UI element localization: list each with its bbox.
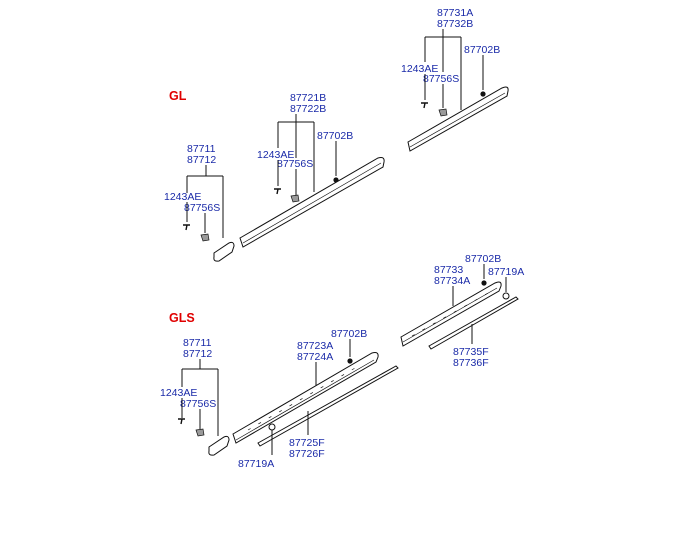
part-label: 87719A	[488, 266, 524, 278]
clip-icon	[268, 423, 276, 431]
part-label: 1243AE	[257, 149, 294, 161]
leader-line	[424, 29, 462, 110]
section-label-gls: GLS	[169, 311, 195, 325]
gl-front-group: 87711 87712 1243AE 87756S	[164, 143, 235, 262]
part-label: 87736F	[453, 357, 489, 369]
part-label: 87726F	[289, 448, 325, 460]
leader-line	[181, 359, 219, 436]
part-label: 87756S	[277, 158, 313, 170]
part-label: 87756S	[180, 398, 216, 410]
gls-middle-group: 87702B 87723A 87724A 87719A 87725F 87726…	[232, 328, 399, 470]
moulding-end-cap	[208, 435, 230, 456]
part-label: 1243AE	[164, 191, 201, 203]
part-label: 87756S	[423, 73, 459, 85]
part-label: 87702B	[464, 44, 500, 56]
part-label: 87724A	[297, 351, 333, 363]
door-moulding-strip	[239, 157, 385, 248]
section-label-gl: GL	[169, 89, 187, 103]
part-label: 87702B	[317, 130, 353, 142]
part-label: 87712	[187, 154, 216, 166]
moulding-end-cap	[213, 241, 235, 262]
grommet-icon	[480, 91, 486, 97]
leader-line	[181, 398, 201, 429]
part-label: 87702B	[465, 253, 501, 265]
part-label: 1243AE	[401, 63, 438, 75]
clip-icon	[195, 428, 205, 437]
gls-rear-group: 87702B 87733 87734A 87719A 87735F 87736F	[400, 253, 524, 369]
lower-trim-strip	[428, 296, 519, 350]
part-label: 1243AE	[160, 387, 197, 399]
gl-rear-group: 87731A 87732B 87702B 1243AE 87756S	[401, 7, 509, 152]
part-label: 87702B	[331, 328, 367, 340]
leader-line	[186, 202, 206, 233]
screw-icon	[183, 224, 190, 231]
clip-icon	[290, 194, 300, 203]
leader-line	[277, 114, 315, 192]
grommet-icon	[481, 280, 487, 286]
part-label: 87735F	[453, 346, 489, 358]
part-label: 87722B	[290, 103, 326, 115]
gl-middle-group: 87721B 87722B 87702B 1243AE 87756S	[239, 92, 385, 248]
lower-trim-strip	[257, 365, 399, 447]
screw-icon	[274, 188, 281, 195]
part-label: 87734A	[434, 275, 470, 287]
grommet-icon	[347, 358, 353, 364]
part-label: 87756S	[184, 202, 220, 214]
part-label: 87719A	[238, 458, 274, 470]
door-moulding-strip	[232, 352, 379, 444]
gls-front-group: 87711 87712 1243AE 87756S	[160, 337, 230, 456]
clip-icon	[438, 108, 448, 117]
part-label: 87732B	[437, 18, 473, 30]
screw-icon	[421, 102, 428, 109]
door-moulding-strip	[400, 281, 502, 347]
part-label: 87711	[187, 143, 216, 155]
part-label: 87723A	[297, 340, 333, 352]
leader-line	[424, 74, 444, 108]
screw-icon	[178, 418, 185, 425]
clip-icon	[200, 233, 210, 242]
part-label: 87721B	[290, 92, 326, 104]
part-label: 87725F	[289, 437, 325, 449]
clip-icon	[502, 292, 510, 300]
leader-line	[186, 165, 224, 238]
part-label: 87712	[183, 348, 212, 360]
door-moulding-strip	[407, 86, 509, 152]
part-label: 87711	[183, 337, 212, 349]
part-label: 87731A	[437, 7, 473, 19]
leader-line	[277, 160, 297, 195]
part-label: 87733	[434, 264, 463, 276]
